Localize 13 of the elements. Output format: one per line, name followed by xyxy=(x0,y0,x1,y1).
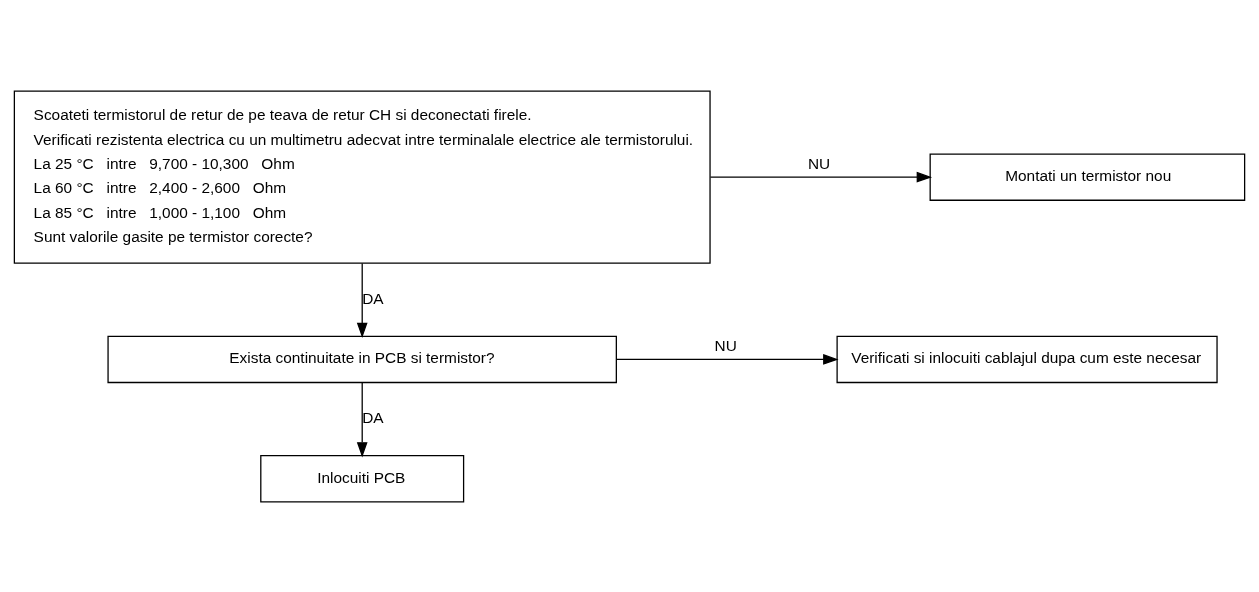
arrow xyxy=(615,353,839,365)
arrow xyxy=(709,171,933,183)
node-box: Montati un termistor nou xyxy=(929,152,1246,201)
node-box: Exista continuitate in PCB si termistor? xyxy=(107,335,617,383)
node-box: Verificati si inlocuiti cablajul dupa cum este necesar xyxy=(836,335,1218,383)
node-box: Inlocuiti PCB xyxy=(260,454,465,502)
edge-label: DA xyxy=(362,289,384,307)
arrow xyxy=(356,381,368,458)
edge-label: DA xyxy=(362,408,384,426)
node-box: Scoateti termistorul de retur de pe teava de retur CH si deconectati firele. Verificati rezistenta electrica cu un multimetru adecvat intre terminalale electrice ale termistorului. La 25 °C intre 9,700 - 10,300 Ohm La 60 °C intre 2,400 - 2,600 Ohm La 85 °C intre 1,000 - 1,100 Ohm Sunt valorile gasite pe termistor corecte? xyxy=(13,90,711,264)
edge-label: NU xyxy=(714,336,737,354)
arrow xyxy=(356,262,368,338)
edge-label: NU xyxy=(807,154,831,172)
